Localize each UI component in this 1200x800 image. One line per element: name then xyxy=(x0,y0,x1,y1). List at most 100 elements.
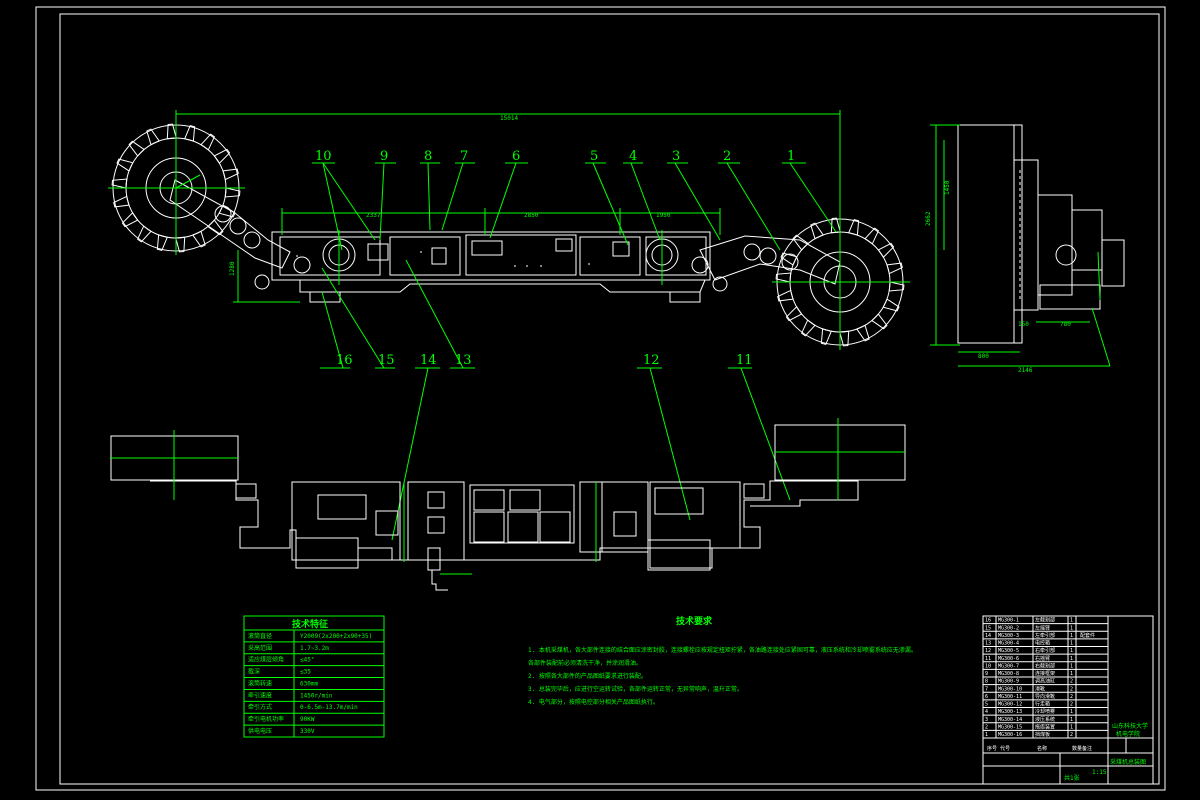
drum-pick xyxy=(156,234,168,251)
bom-cell: 4 xyxy=(985,709,988,715)
bom-cell: 2 xyxy=(1070,686,1073,692)
dim-overall-length: 15014 xyxy=(500,115,518,122)
part-label-4: 4 xyxy=(629,149,637,164)
bom-cell: MG300-7 xyxy=(998,663,1019,669)
drum-pick xyxy=(785,306,803,322)
drum-pick xyxy=(222,168,239,181)
part-label-13: 13 xyxy=(455,353,472,368)
plan-view-centerlines xyxy=(110,418,905,575)
leader-lines xyxy=(312,162,837,541)
bom-cell: 10 xyxy=(985,663,991,669)
bom-cell: 1 xyxy=(1070,641,1073,647)
spec-row-name: 截深 xyxy=(248,668,260,676)
bom-cell: 调高油缸 xyxy=(1035,678,1055,685)
drum-pick xyxy=(800,319,816,337)
drum-pick xyxy=(780,252,798,266)
bom-cell: 16 xyxy=(985,618,991,624)
bom-cell: 电控箱 xyxy=(1035,640,1050,647)
bom-cell: 冷却喷雾 xyxy=(1035,708,1055,715)
spec-row-value: ≤35 xyxy=(300,669,311,676)
dim-side-bottom-left: 800 xyxy=(978,353,989,360)
spec-row-value: Y2009(2x200+2x90+35) xyxy=(300,633,372,640)
part-label-16: 16 xyxy=(336,353,353,368)
bom-cell: 2 xyxy=(1070,732,1073,738)
title-block-sheet: 共1张 xyxy=(1064,774,1080,782)
shearer-side-view xyxy=(957,124,1125,344)
drum-pick xyxy=(218,204,236,218)
spec-row-value: 1450r/min xyxy=(300,692,333,699)
bom-cell: MG300-6 xyxy=(998,656,1019,662)
drum-pick xyxy=(113,195,130,208)
drum-pick xyxy=(810,222,824,240)
side-view-dimensions xyxy=(930,124,1111,367)
bom-cell: 左牵引部 xyxy=(1035,632,1055,639)
drum-pick xyxy=(856,324,870,342)
bom-cell: 1 xyxy=(1070,648,1073,654)
drum-pick xyxy=(116,158,134,172)
dim-span-left: 2337 xyxy=(366,212,381,219)
part-label-8: 8 xyxy=(424,149,432,164)
drum-pick xyxy=(882,298,900,312)
bom-cell: MG300-1 xyxy=(998,618,1019,624)
bom-cell: MG300-10 xyxy=(998,686,1022,692)
dim-height-left: 1280 xyxy=(229,261,236,276)
bom-cell: 2 xyxy=(1070,694,1073,700)
spec-row-name: 滚筒直径 xyxy=(248,632,272,640)
bom-cell: 2 xyxy=(1070,702,1073,708)
part-label-12: 12 xyxy=(643,353,660,368)
drum-pick xyxy=(830,217,841,234)
bom-header-cell: 数量 xyxy=(1072,745,1082,752)
bom-cell: 12 xyxy=(985,648,991,654)
drum-pick xyxy=(207,219,224,236)
drum-pick xyxy=(136,225,152,243)
spec-row-name: 滚筒转速 xyxy=(248,679,272,687)
part-label-15: 15 xyxy=(378,353,395,368)
bom-cell: 左截割部 xyxy=(1035,617,1055,624)
drum-pick xyxy=(777,289,794,302)
drum-pick xyxy=(864,227,880,245)
bom-cell: 14 xyxy=(985,633,991,639)
tech-requirement-item: 2. 按照各大部件的产品图纸要求进行装配。 xyxy=(528,672,647,680)
bom-cell: 导向滑靴 xyxy=(1035,693,1055,700)
spec-row-name: 牵引电机功率 xyxy=(248,715,284,723)
drum-pick xyxy=(175,236,186,253)
bom-cell: MG300-16 xyxy=(998,732,1022,738)
bom-cell: 连接框架 xyxy=(1035,670,1055,677)
shearer-front-view xyxy=(112,124,904,346)
bom-header-cell: 序号 xyxy=(987,745,997,752)
drum-pick xyxy=(128,140,145,157)
bom-cell: 1 xyxy=(985,732,988,738)
bom-cell: MG300-13 xyxy=(998,709,1022,715)
bom-cell: 1 xyxy=(1070,656,1073,662)
bom-cell: 1 xyxy=(1070,717,1073,723)
bom-cell: 滑靴 xyxy=(1035,685,1045,692)
bom-cell: 1 xyxy=(1070,671,1073,677)
bom-cell: 右摇臂 xyxy=(1035,655,1050,662)
bom-cell: 11 xyxy=(985,656,991,662)
drum-pick xyxy=(146,128,160,146)
part-label-14: 14 xyxy=(420,353,437,368)
bom-cell: 1 xyxy=(1070,625,1073,631)
spec-row-name: 采高范围 xyxy=(248,644,272,652)
bom-cell: MG300-3 xyxy=(998,633,1019,639)
bom-cell: 3 xyxy=(985,717,988,723)
part-label-9: 9 xyxy=(380,149,388,164)
title-block-scale: 1:15 xyxy=(1092,769,1107,776)
bom-cell: 1 xyxy=(1070,709,1073,715)
drum-pick xyxy=(166,123,177,140)
part-label-2: 2 xyxy=(723,149,731,164)
bom-cell: 7 xyxy=(985,686,988,692)
dim-side-height2: 1450 xyxy=(944,180,951,195)
tech-requirement-item: 1. 本机采煤机，各大部件连接的结合面应涂密封胶，连接螺栓应按规定扭矩拧紧，各油… xyxy=(528,646,917,654)
part-label-3: 3 xyxy=(672,149,680,164)
drum-pick xyxy=(848,219,860,236)
dim-side-bottom-right: 780 xyxy=(1060,321,1071,328)
bom-cell: 右截割部 xyxy=(1035,662,1055,669)
spec-row-name: 适应煤层倾角 xyxy=(248,656,284,664)
drum-pick xyxy=(224,187,241,198)
drum-pick xyxy=(792,234,809,251)
bom-header: 序号代号名称数量备注 xyxy=(987,745,1092,752)
bom-cell: MG300-4 xyxy=(998,641,1019,647)
drum-pick xyxy=(213,148,231,164)
